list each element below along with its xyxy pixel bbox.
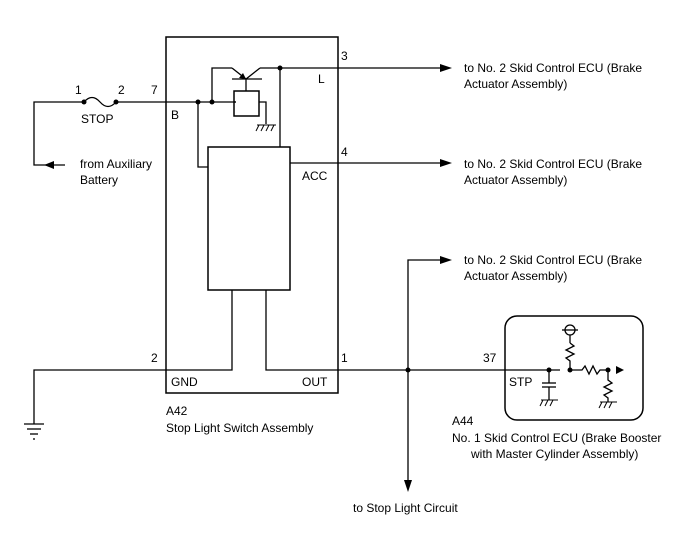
ecu-box — [504, 315, 644, 421]
b-to-block-wire — [197, 102, 208, 168]
acc-arrow-icon — [440, 159, 452, 167]
ecu-name-line1: No. 1 Skid Control ECU (Brake Booster — [452, 431, 661, 445]
gnd-pin-number: 2 — [151, 351, 158, 365]
ecu-name-line2: with Master Cylinder Assembly) — [470, 447, 638, 461]
b-pin-number: 7 — [151, 83, 158, 97]
gnd-pin-label: GND — [171, 375, 198, 389]
l-arrow-icon — [440, 64, 452, 72]
fuse — [81, 96, 119, 108]
fuse-pin-right: 2 — [118, 83, 125, 97]
switch-assembly-name: Stop Light Switch Assembly — [166, 421, 313, 435]
switch-inner-block — [207, 146, 291, 291]
switch-assembly-code: A42 — [166, 404, 188, 418]
switch-assembly-box — [165, 36, 339, 394]
acc-pin-number: 4 — [341, 145, 348, 159]
battery-feed-wire — [33, 101, 84, 166]
out-pin-label: OUT — [302, 375, 328, 389]
ecu-internal-circuit — [539, 324, 624, 409]
ecu-pin-number: 37 — [483, 351, 497, 365]
ecu-pin-label: STP — [509, 375, 532, 389]
transistor-body — [231, 67, 261, 80]
l-dest-line1: to No. 2 Skid Control ECU (Brake — [464, 61, 642, 75]
acc-pin-label: ACC — [302, 169, 328, 183]
out-pin-number: 1 — [341, 351, 348, 365]
out-branch-arrow-icon — [440, 256, 452, 264]
b-pin-label: B — [171, 108, 179, 122]
ground-icon — [255, 124, 276, 132]
stop-light-label: to Stop Light Circuit — [353, 501, 458, 515]
fuse-label: STOP — [81, 112, 113, 126]
transistor-feed-wire — [211, 67, 232, 102]
ecu-code: A44 — [452, 414, 474, 428]
source-label-line2: Battery — [80, 173, 118, 187]
acc-dest-line1: to No. 2 Skid Control ECU (Brake — [464, 157, 642, 171]
battery-arrow-icon — [44, 161, 54, 169]
transistor-arrow-icon — [239, 73, 246, 79]
out-branch-up-wire — [407, 259, 440, 370]
stop-light-arrow-icon — [404, 480, 412, 492]
gnd-internal-wire — [166, 290, 233, 371]
fuse-pin-left: 1 — [75, 83, 82, 97]
out-dest-line2: Actuator Assembly) — [464, 269, 567, 283]
out-dest-line1: to No. 2 Skid Control ECU (Brake — [464, 253, 642, 267]
relay-coil — [233, 90, 260, 117]
acc-dest-line2: Actuator Assembly) — [464, 173, 567, 187]
l-pin-number: 3 — [341, 49, 348, 63]
gnd-external-wire — [33, 369, 166, 424]
source-label-line1: from Auxiliary — [80, 157, 152, 171]
chassis-ground-icon — [24, 423, 44, 440]
out-internal-wire — [265, 290, 338, 371]
l-pin-label: L — [318, 72, 325, 86]
l-dest-line2: Actuator Assembly) — [464, 77, 567, 91]
